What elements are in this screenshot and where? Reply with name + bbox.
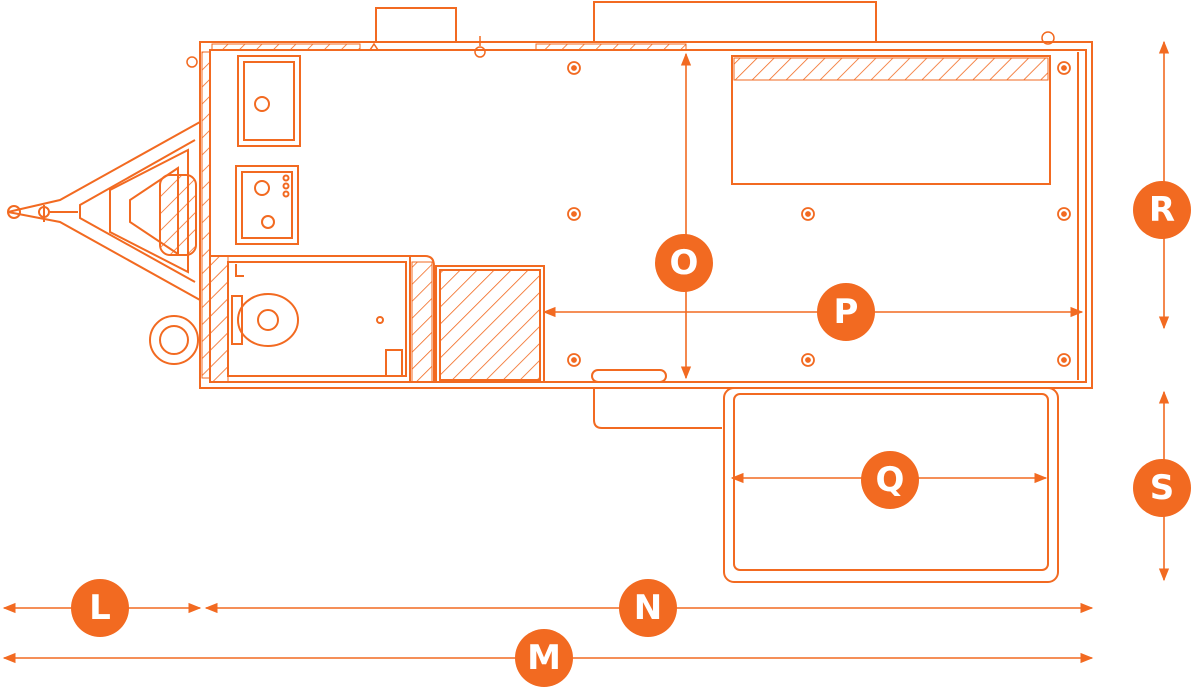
trailer-body-outer [199,41,1093,389]
bathroom [209,255,411,383]
top-wall-hatch [211,43,361,51]
badge-m: M [515,629,573,687]
badge-n: N [619,579,677,637]
left-wall-hatch [201,51,211,379]
storage-box-frame [435,265,545,383]
badge-q: Q [861,451,919,509]
roof-ac-unit [593,1,877,43]
door-step [591,369,667,383]
trailer-body-inner [209,49,1087,383]
badge-o: O [655,234,713,292]
fender [593,388,722,429]
badge-l: L [71,579,129,637]
roof-vent-left [375,7,457,43]
bath-wall [410,255,435,382]
tow-hitch-frame [7,121,201,301]
badge-p: P [817,283,875,341]
cooktop [235,165,299,245]
bolt-markers [567,61,1071,367]
badge-s: S [1133,459,1191,517]
storage-box [439,269,541,381]
top-wall-hatch-right [535,43,687,51]
bed [731,55,1051,185]
badge-r: R [1133,181,1191,239]
bath-wall-hatch [411,261,433,383]
sink [237,55,301,147]
spare-wheel [149,315,199,365]
